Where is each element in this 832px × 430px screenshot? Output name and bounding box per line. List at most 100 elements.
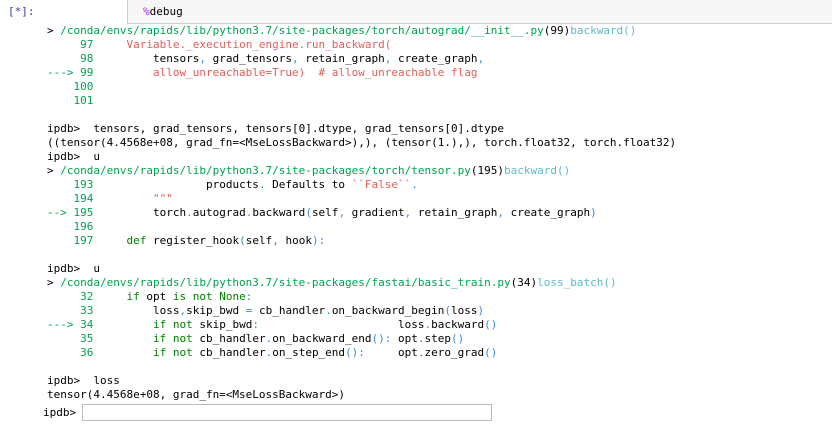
output-segment: . — [417, 332, 425, 345]
output-line: 36 if not cb_handler.on_step_end(): opt.… — [47, 346, 676, 360]
output-segment: , — [477, 52, 485, 65]
output-segment: ) — [477, 304, 485, 317]
output-segment: ``False`` — [351, 178, 412, 191]
output-segment: self — [245, 234, 273, 247]
output-line: ---> 99 allow_unreachable=True) # allow_… — [47, 66, 676, 80]
output-segment: , — [179, 304, 187, 317]
output-segment: ipdb> u — [47, 150, 100, 163]
cell-code: %debug — [143, 5, 183, 18]
output-segment: . — [265, 332, 273, 345]
output-segment: ( — [239, 234, 246, 247]
output-segment: Defaults to — [265, 178, 352, 191]
output-line: ipdb> u — [47, 262, 676, 276]
output-segment: ( — [305, 206, 312, 219]
output-segment: . — [325, 304, 332, 317]
output-segment: (34) — [510, 276, 538, 289]
output-line: > /conda/envs/rapids/lib/python3.7/site-… — [47, 276, 676, 290]
output-segment: if not — [152, 318, 193, 331]
output-line: ipdb> loss — [47, 374, 676, 388]
output-segment: , — [497, 206, 505, 219]
stdin-row: ipdb> — [43, 403, 493, 421]
output-segment: /conda/envs/rapids/lib/python3.7/site-pa… — [60, 24, 544, 37]
output-segment: cb_handler — [192, 346, 266, 359]
output-segment: : — [252, 318, 259, 331]
output-segment: (): — [371, 332, 392, 345]
output-line: --> 195 torch.autograd.backward(self, gr… — [47, 206, 676, 220]
output-segment: on_step_end — [272, 346, 346, 359]
output-line: ---> 34 if not skip_bwd: loss.backward() — [47, 318, 676, 332]
output-segment: 98 — [47, 52, 153, 65]
output-segment: if not — [152, 332, 193, 345]
output-line: 101 — [47, 94, 676, 108]
output-segment: tensors — [152, 52, 200, 65]
output-segment: 36 — [47, 346, 153, 359]
output-segment: 100 — [47, 80, 94, 93]
output-segment: () — [484, 318, 498, 331]
output-segment: opt — [139, 290, 173, 303]
output-line: tensor(4.4568e+08, grad_fn=<MseLossBackw… — [47, 388, 676, 402]
output-segment: zero_grad — [424, 346, 485, 359]
output-segment: backward — [252, 206, 306, 219]
debugger-input[interactable] — [82, 403, 493, 421]
output-segment: 101 — [47, 94, 94, 107]
output-segment: . — [258, 178, 266, 191]
output-segment: retain_graph — [298, 52, 385, 65]
output-segment: step — [424, 332, 452, 345]
output-segment: 197 — [47, 234, 127, 247]
output-segment: opt — [364, 346, 418, 359]
magic-symbol: % — [143, 5, 150, 18]
output-line: > /conda/envs/rapids/lib/python3.7/site-… — [47, 164, 676, 178]
output-segment: () — [451, 332, 465, 345]
output-line: 100 — [47, 80, 676, 94]
output-segment: loss — [258, 318, 425, 331]
output-line — [47, 108, 676, 122]
output-segment: skip_bwd — [186, 304, 246, 317]
output-segment: 32 — [47, 290, 127, 303]
output-segment: backward — [431, 318, 485, 331]
output-segment: . — [245, 206, 253, 219]
output-line — [47, 360, 676, 374]
output-segment: ---> 99 — [47, 66, 153, 79]
output-segment: . — [424, 318, 432, 331]
output-segment: products — [205, 178, 259, 191]
output-segment: """ — [152, 192, 173, 205]
output-segment: > — [47, 276, 61, 289]
output-line: ipdb> tensors, grad_tensors, tensors[0].… — [47, 122, 676, 136]
output-segment: on_backward_end — [272, 332, 372, 345]
output-segment: backward() — [503, 164, 571, 177]
stdin-prompt: ipdb> — [43, 405, 77, 419]
output-segment: hook — [278, 234, 312, 247]
output-segment: ipdb> u — [47, 262, 100, 275]
output-segment: autograd — [192, 206, 246, 219]
output-segment: (195) — [470, 164, 504, 177]
output-segment: skip_bwd — [192, 318, 253, 331]
output-segment: tensor(4.4568e+08, grad_fn=<MseLossBackw… — [47, 388, 346, 401]
output-segment: 193 — [47, 178, 206, 191]
output-segment: loss_batch() — [537, 276, 617, 289]
output-segment: def — [126, 234, 147, 247]
output-segment: 194 — [47, 192, 153, 205]
output-segment: . — [417, 346, 425, 359]
output-segment: , — [292, 52, 299, 65]
output-segment: 35 — [47, 332, 153, 345]
output-segment: (): — [345, 346, 365, 359]
output-line: 33 loss,skip_bwd = cb_handler.on_backwar… — [47, 304, 676, 318]
output-line — [47, 248, 676, 262]
output-segment: Variable._execution_engine.run_backward( — [126, 38, 392, 51]
output-line: > /conda/envs/rapids/lib/python3.7/site-… — [47, 24, 676, 38]
output-line: 98 tensors, grad_tensors, retain_graph, … — [47, 52, 676, 66]
output-segment: ((tensor(4.4568e+08, grad_fn=<MseLossBac… — [47, 136, 677, 149]
output-segment: , — [384, 52, 392, 65]
output-line: 32 if opt is not None: — [47, 290, 676, 304]
output-segment: loss — [152, 304, 180, 317]
output-segment: , — [199, 52, 206, 65]
output-segment: create_graph — [391, 52, 478, 65]
code-cell-input[interactable]: %debug — [127, 0, 832, 24]
output-segment: retain_graph — [411, 206, 498, 219]
output-segment: . — [265, 346, 273, 359]
output-segment: self — [311, 206, 339, 219]
output-segment: allow_unreachable=True) # allow_unreacha… — [152, 66, 478, 79]
output-segment: ( — [444, 304, 452, 317]
output-segment: cb_handler — [192, 332, 266, 345]
output-segment: , — [338, 206, 346, 219]
